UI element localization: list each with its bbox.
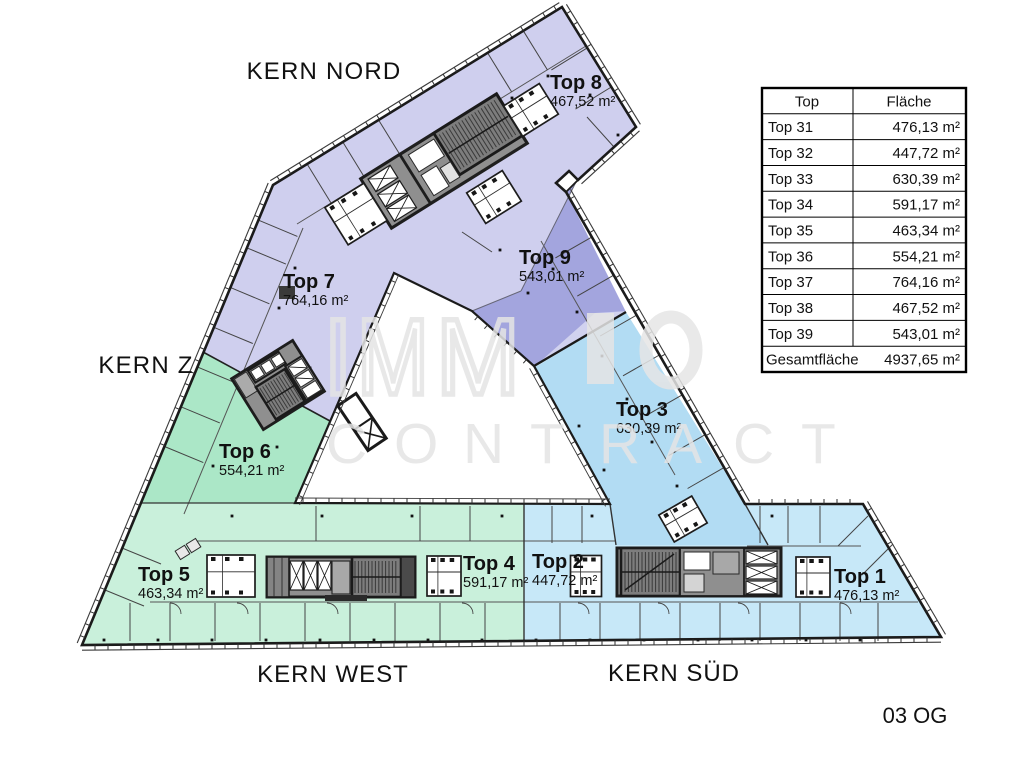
svg-text:KERN WEST: KERN WEST: [257, 661, 409, 688]
svg-text:Top 2: Top 2: [532, 551, 584, 573]
svg-text:Top 39: Top 39: [768, 326, 813, 343]
svg-text:A: A: [664, 412, 702, 476]
svg-text:Top 34: Top 34: [768, 197, 813, 214]
svg-text:Top 1: Top 1: [834, 566, 886, 588]
svg-text:Top 8: Top 8: [550, 72, 602, 94]
svg-text:Top 4: Top 4: [463, 553, 516, 575]
svg-text:R: R: [599, 412, 640, 476]
svg-text:C: C: [733, 412, 774, 476]
svg-text:Top 9: Top 9: [519, 247, 571, 269]
svg-text:N: N: [463, 412, 504, 476]
svg-text:T: T: [530, 412, 565, 476]
svg-text:M: M: [357, 296, 429, 417]
svg-text:Top 37: Top 37: [768, 274, 813, 291]
svg-text:M: M: [436, 296, 520, 417]
svg-text:467,52 m²: 467,52 m²: [550, 94, 615, 110]
svg-text:630,39 m²: 630,39 m²: [892, 171, 960, 188]
svg-text:476,13 m²: 476,13 m²: [892, 119, 960, 136]
svg-text:O: O: [394, 412, 438, 476]
svg-text:Top 5: Top 5: [138, 564, 190, 586]
svg-text:KERN NORD: KERN NORD: [247, 58, 402, 85]
svg-text:Top 32: Top 32: [768, 145, 813, 162]
svg-text:Fläche: Fläche: [886, 93, 931, 110]
svg-text:Top 31: Top 31: [768, 119, 813, 136]
svg-text:4937,65 m²: 4937,65 m²: [884, 352, 960, 369]
svg-text:Top 6: Top 6: [219, 441, 271, 463]
svg-text:543,01 m²: 543,01 m²: [519, 269, 584, 285]
svg-text:447,72 m²: 447,72 m²: [892, 145, 960, 162]
svg-text:447,72 m²: 447,72 m²: [532, 573, 597, 589]
svg-text:591,17 m²: 591,17 m²: [463, 575, 528, 591]
svg-text:591,17 m²: 591,17 m²: [892, 197, 960, 214]
svg-text:764,16 m²: 764,16 m²: [283, 293, 348, 309]
svg-text:764,16 m²: 764,16 m²: [892, 274, 960, 291]
svg-text:Top: Top: [795, 93, 819, 110]
svg-text:T: T: [801, 412, 836, 476]
svg-text:554,21 m²: 554,21 m²: [219, 463, 284, 479]
svg-text:Top 38: Top 38: [768, 300, 813, 317]
svg-text:543,01 m²: 543,01 m²: [892, 326, 960, 343]
svg-text:Top 35: Top 35: [768, 223, 813, 240]
svg-text:C: C: [326, 412, 367, 476]
svg-text:467,52 m²: 467,52 m²: [892, 300, 960, 317]
svg-text:463,34 m²: 463,34 m²: [138, 586, 203, 602]
svg-text:Top 3: Top 3: [616, 399, 668, 421]
svg-text:KERN SÜD: KERN SÜD: [608, 660, 740, 687]
svg-text:554,21 m²: 554,21 m²: [892, 248, 960, 265]
svg-text:476,13 m²: 476,13 m²: [834, 588, 899, 604]
svg-text:Gesamtfläche: Gesamtfläche: [766, 352, 859, 369]
svg-text:Top 7: Top 7: [283, 271, 335, 293]
svg-text:KERN Z: KERN Z: [98, 352, 193, 379]
svg-text:Top 36: Top 36: [768, 248, 813, 265]
svg-text:Top 33: Top 33: [768, 171, 813, 188]
svg-text:I: I: [323, 296, 353, 417]
svg-text:630,39 m²: 630,39 m²: [616, 421, 681, 437]
svg-text:463,34 m²: 463,34 m²: [892, 223, 960, 240]
svg-text:03 OG: 03 OG: [883, 703, 948, 728]
